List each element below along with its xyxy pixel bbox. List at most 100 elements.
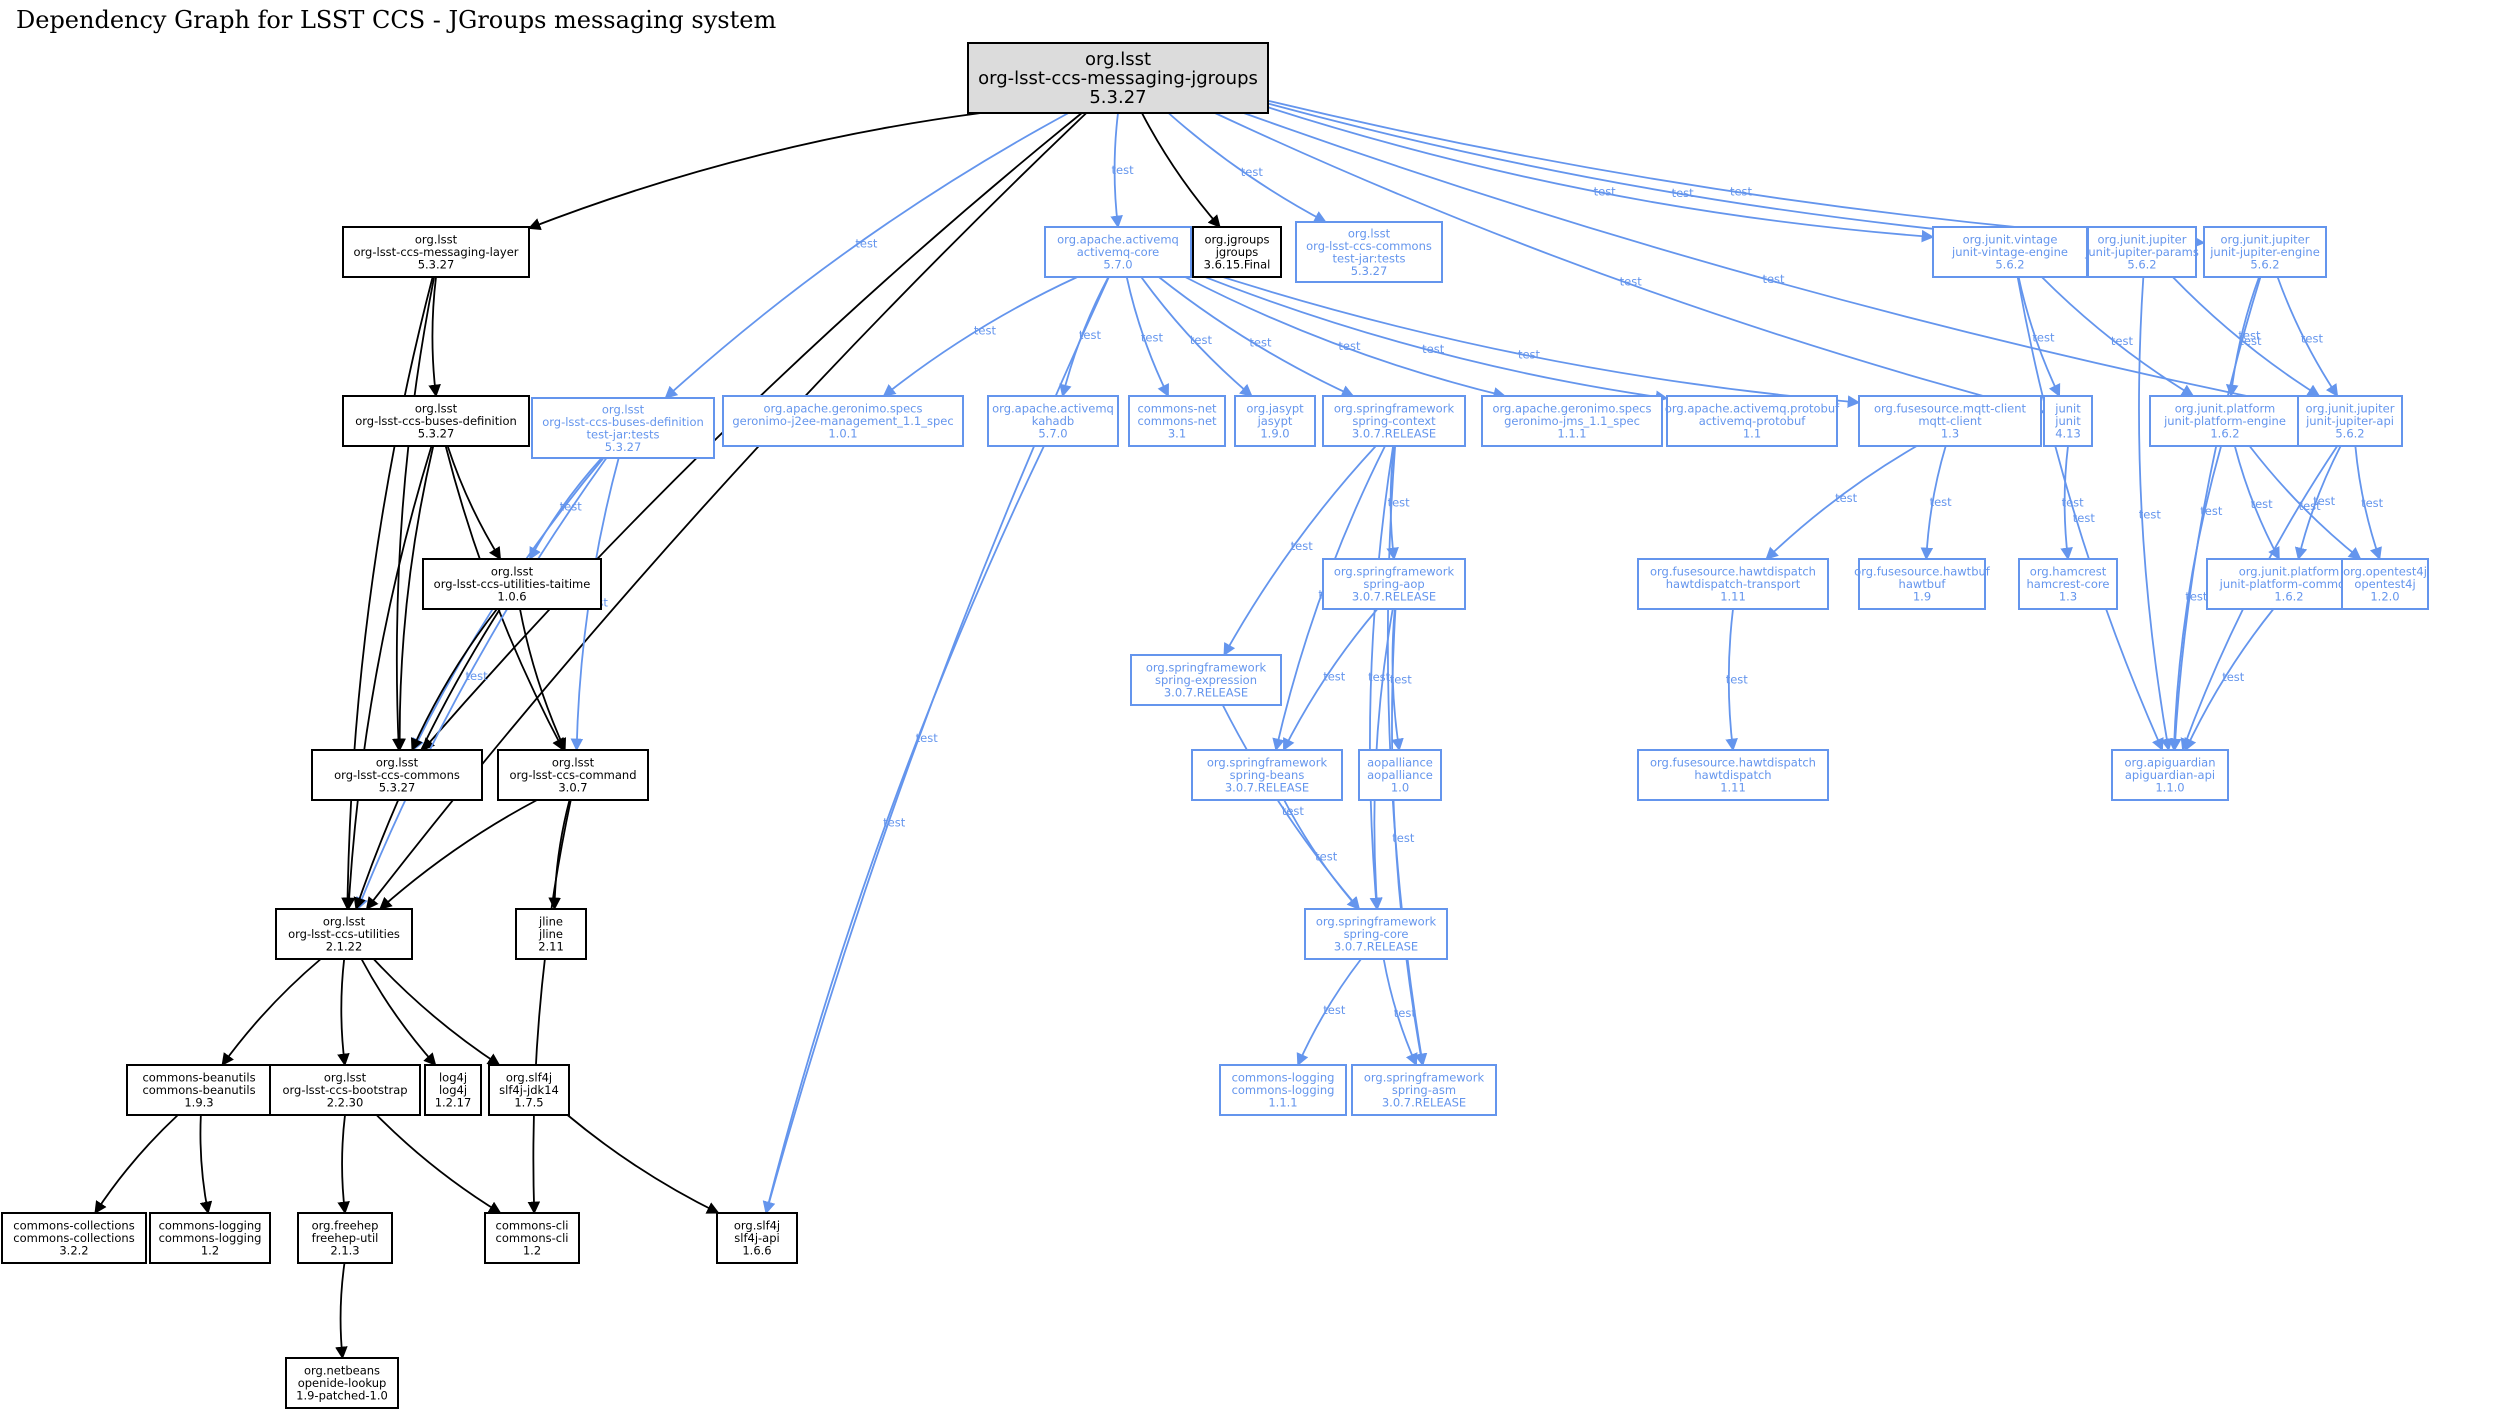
edge-label: test (2111, 334, 2134, 348)
node-jparams[interactable]: org.junit.jupiterjunit-jupiter-params5.6… (2084, 226, 2199, 278)
node-label-line: 2.1.3 (330, 1244, 359, 1258)
edge-busesdef-to-taitime (446, 445, 502, 561)
node-spexpr[interactable]: org.springframeworkspring-expression3.0.… (1130, 654, 1282, 706)
node-taitime[interactable]: org.lsstorg-lsst-ccs-utilities-taitime1.… (422, 558, 602, 610)
edge-line (1184, 276, 1507, 400)
edge-line (1223, 445, 1377, 657)
node-label-line: spring-expression (1155, 673, 1257, 687)
node-label-line: 3.0.7.RELEASE (1334, 940, 1418, 954)
node-label-line: spring-aop (1363, 577, 1424, 591)
node-label-line: org.jgroups (1204, 233, 1269, 247)
edge-label: test (2239, 334, 2262, 348)
node-busesdef[interactable]: org.lsstorg-lsst-ccs-buses-definition5.3… (342, 395, 530, 447)
node-jvintage[interactable]: org.junit.vintagejunit-vintage-engine5.6… (1932, 226, 2088, 278)
node-label-line: 3.0.7.RELEASE (1382, 1096, 1466, 1110)
node-label-line: org-lsst-ccs-messaging-jgroups (978, 68, 1258, 89)
edge-line (2184, 608, 2275, 752)
node-jjengine[interactable]: org.junit.jupiterjunit-jupiter-engine5.6… (2203, 226, 2327, 278)
node-hdtransport[interactable]: org.fusesource.hawtdispatchhawtdispatch-… (1637, 558, 1829, 610)
node-box (2018, 558, 2118, 610)
node-spasm[interactable]: org.springframeworkspring-asm3.0.7.RELEA… (1351, 1064, 1497, 1116)
node-spbeans[interactable]: org.springframeworkspring-beans3.0.7.REL… (1191, 749, 1343, 801)
edge-label: test (466, 669, 489, 683)
edge-root-to-junit: test (1214, 112, 2046, 416)
node-busesdef_tests[interactable]: org.lsstorg-lsst-ccs-buses-definitiontes… (531, 397, 715, 459)
edge-line (337, 958, 350, 1067)
node-label-line: junit-platform-commons (2219, 577, 2359, 591)
node-box (716, 1212, 798, 1264)
node-j2ee[interactable]: org.apache.geronimo.specsgeronimo-j2ee-m… (722, 395, 964, 447)
node-label-line: jline (538, 927, 563, 941)
node-spaop[interactable]: org.springframeworkspring-aop3.0.7.RELEA… (1322, 558, 1466, 610)
edge-line (1243, 112, 2300, 411)
edge-label: test (2073, 511, 2096, 525)
node-jpengine[interactable]: org.junit.platformjunit-platform-engine1… (2149, 395, 2301, 447)
node-label-line: commons-net (1137, 414, 1217, 428)
node-label-line: 1.2 (523, 1244, 541, 1258)
node-label-line: 1.1.0 (2155, 781, 2184, 795)
edge-label: test (1390, 673, 1413, 687)
node-openide[interactable]: org.netbeansopenide-lookup1.9-patched-1.… (285, 1357, 399, 1409)
edge-spbeans-to-spcore: test (1283, 799, 1360, 910)
edge-jvintage-to-junit: test (2017, 276, 2061, 398)
node-spcore[interactable]: org.springframeworkspring-core3.0.7.RELE… (1304, 908, 1448, 960)
node-label-line: hamcrest-core (2027, 577, 2110, 591)
edge-line (2225, 276, 2260, 398)
node-root[interactable]: org.lsstorg-lsst-ccs-messaging-jgroups5.… (967, 42, 1269, 114)
edge-label: test (1930, 495, 1953, 509)
edge-mqtt-to-hdtransport: test (1765, 445, 1918, 560)
node-ccollections[interactable]: commons-collectionscommons-collections3.… (1, 1212, 147, 1264)
node-label-line: org.lsst (491, 565, 534, 579)
node-box (1192, 226, 1282, 278)
node-box (342, 226, 530, 278)
node-jms[interactable]: org.apache.geronimo.specsgeronimo-jms_1.… (1481, 395, 1663, 447)
edge-label: test (2313, 494, 2336, 508)
node-msglayer[interactable]: org.lsstorg-lsst-ccs-messaging-layer5.3.… (342, 226, 530, 278)
node-label-line: 5.6.2 (2335, 427, 2364, 441)
node-box (424, 1064, 482, 1116)
edge-line (1141, 112, 1221, 228)
node-amqproto[interactable]: org.apache.activemq.protobufactivemq-pro… (1665, 395, 1840, 447)
edge-line (527, 799, 572, 1215)
edge-line (1158, 276, 1355, 397)
edge-busesdef_tests-to-taitime: test (528, 457, 603, 561)
edge-line (2248, 445, 2362, 560)
node-label-line: org.apache.activemq (992, 402, 1114, 416)
edge-label: test (1249, 335, 1272, 349)
edge-line (360, 958, 437, 1066)
node-commons_tests[interactable]: org.lsstorg-lsst-ccs-commonstest-jar:tes… (1295, 221, 1443, 283)
edge-line (664, 112, 1069, 399)
node-hawtdispatch[interactable]: org.fusesource.hawtdispatchhawtdispatch1… (1637, 749, 1829, 801)
node-spctx[interactable]: org.springframeworkspring-context3.0.7.R… (1322, 395, 1466, 447)
edge-amqcore-to-amqproto: test (1190, 270, 1669, 403)
node-label-line: org-lsst-ccs-utilities (288, 927, 400, 941)
node-label-line: 1.2.0 (2370, 590, 2399, 604)
node-box (2341, 558, 2429, 610)
